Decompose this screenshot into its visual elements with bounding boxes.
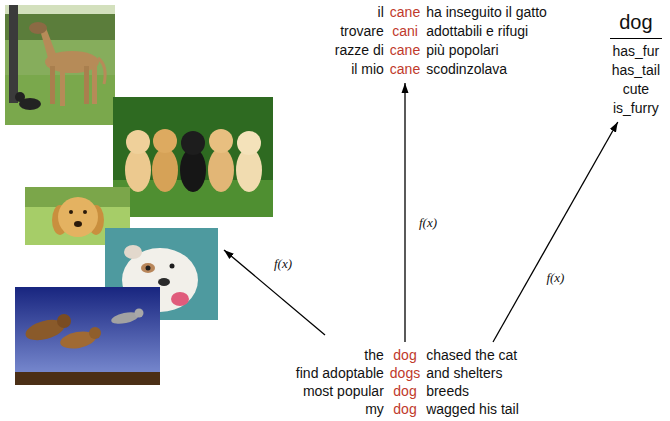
- function-label: f(x): [544, 270, 566, 286]
- keyword: dog: [390, 346, 420, 364]
- puppy: [152, 148, 178, 192]
- context-text: breeds: [426, 382, 519, 400]
- puppy-head: [237, 131, 261, 155]
- function-label: f(x): [272, 256, 294, 272]
- keyword: dog: [390, 400, 420, 418]
- context-text: ha inseguito il gatto: [426, 3, 547, 22]
- context-text: find adoptable: [296, 364, 384, 382]
- dog-tail: [98, 58, 105, 84]
- context-text: razze di: [335, 41, 384, 60]
- photo-trees: [5, 14, 115, 40]
- dog-ear: [124, 245, 142, 259]
- feature-name: has_fur: [610, 42, 662, 61]
- mapping-arrow: [493, 122, 618, 342]
- context-text: my: [296, 400, 384, 418]
- dog-tongue: [171, 292, 189, 306]
- context-text: adottabili e rifugi: [426, 22, 547, 41]
- dog-eye: [83, 210, 87, 214]
- keyword: cane: [390, 60, 420, 79]
- sentence-block: thedogchased the catfind adoptabledogsan…: [290, 344, 525, 420]
- feature-name: has_tail: [610, 61, 662, 80]
- photo-ground: [113, 97, 273, 217]
- feature-name: cute: [610, 80, 662, 99]
- context-text: and shelters: [426, 364, 519, 382]
- jumping-dog-head: [89, 327, 101, 339]
- small-dog-head: [15, 92, 25, 102]
- concept-heading: dog: [610, 9, 662, 39]
- dog-eye: [146, 266, 151, 271]
- person-leg: [9, 5, 18, 103]
- puppy-head: [153, 129, 177, 153]
- context-text: il mio: [335, 60, 384, 79]
- mapping-arrow: [404, 83, 405, 342]
- context-text: most popular: [296, 382, 384, 400]
- jumping-dog-head: [57, 314, 71, 328]
- keyword: cane: [390, 41, 420, 60]
- dog-leg: [84, 66, 89, 104]
- dog-eye: [69, 210, 73, 214]
- puppy-head: [181, 131, 205, 155]
- keyword: dogs: [390, 364, 420, 382]
- puppy: [125, 148, 151, 192]
- jumping-cat-head: [135, 309, 144, 318]
- feature-name: is_furry: [610, 99, 662, 118]
- dog-head: [29, 22, 47, 34]
- dog-eye: [170, 264, 175, 269]
- keyword: cane: [390, 3, 420, 22]
- photo-ground: [5, 5, 115, 125]
- puppy: [208, 148, 234, 192]
- puppies-photo: [113, 97, 273, 217]
- context-text: più popolari: [426, 41, 547, 60]
- context-text: il: [335, 3, 384, 22]
- dog-patch: [141, 263, 155, 273]
- keyword: cani: [390, 22, 420, 41]
- sentence-block: ilcaneha inseguito il gattotrovarecaniad…: [329, 1, 553, 81]
- context-text: chased the cat: [426, 346, 519, 364]
- puppy-head: [126, 130, 150, 154]
- photo-ground: [15, 372, 160, 385]
- function-label: f(x): [417, 215, 439, 231]
- context-text: scodinzolava: [426, 60, 547, 79]
- context-text: the: [296, 346, 384, 364]
- dog-head: [58, 197, 98, 237]
- puppy-head: [209, 129, 233, 153]
- context-text: wagged his tail: [426, 400, 519, 418]
- dog-nose: [74, 221, 82, 227]
- dog-photo: [5, 5, 115, 125]
- feature-list: dog has_furhas_tailcuteis_furry: [606, 7, 666, 120]
- dog-leg: [50, 66, 55, 104]
- dog-leg: [92, 64, 97, 104]
- dog-leg: [60, 66, 65, 106]
- photo-sky: [15, 287, 160, 385]
- mapping-arrow: [224, 250, 325, 335]
- jumping-photo: [15, 287, 160, 385]
- context-text: trovare: [335, 22, 384, 41]
- dog-nose: [158, 278, 170, 286]
- keyword: dog: [390, 382, 420, 400]
